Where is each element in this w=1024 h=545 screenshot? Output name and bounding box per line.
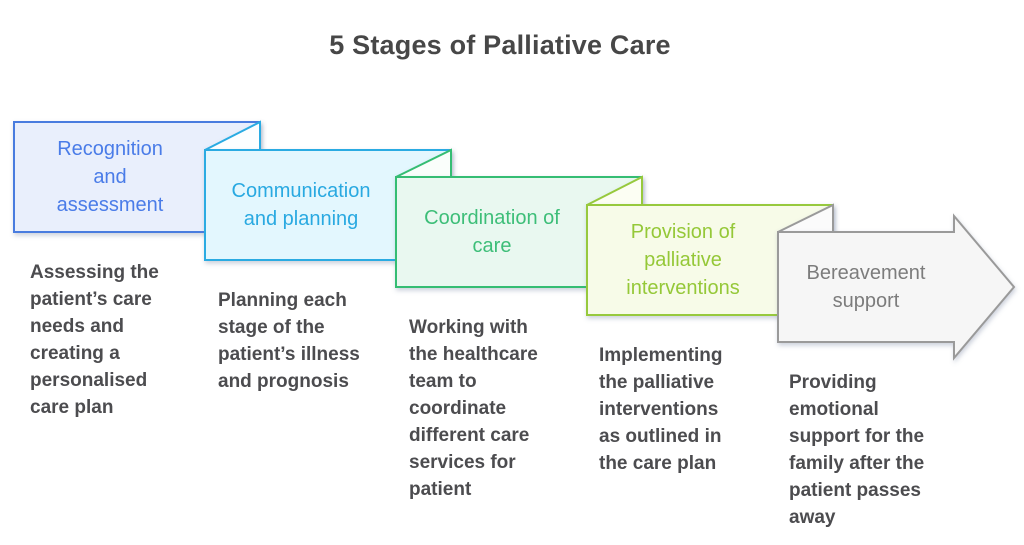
stage-2-title: Communication and planning bbox=[231, 180, 371, 230]
stage-1-title: Recognition and assessment bbox=[56, 138, 164, 216]
stage-5-arrow-shape bbox=[777, 213, 1016, 361]
stage-1-description: Assessing the patient’s care needs and c… bbox=[30, 262, 159, 418]
stage-4-description: Implementing the palliative intervention… bbox=[599, 345, 723, 474]
diagram-title: 5 Stages of Palliative Care bbox=[329, 30, 671, 60]
stage-4-title: Provision of palliative interventions bbox=[626, 221, 740, 299]
stage-2-description: Planning each stage of the patient’s ill… bbox=[218, 290, 360, 392]
stage-5-title: Bereavement support bbox=[806, 262, 926, 312]
stage-3-title: Coordination of care bbox=[424, 207, 560, 257]
stage-3-description: Working with the healthcare team to coor… bbox=[409, 317, 538, 500]
stage-5-description: Providing emotional support for the fami… bbox=[789, 372, 925, 528]
